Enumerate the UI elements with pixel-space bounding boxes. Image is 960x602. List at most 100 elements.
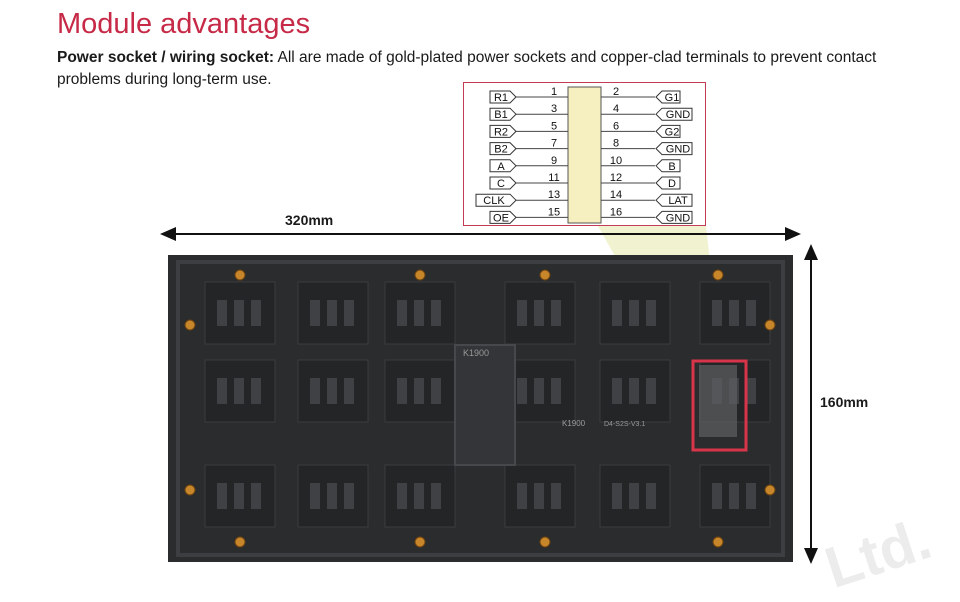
pin-number-left: 1 — [551, 86, 557, 98]
board-chip — [551, 483, 561, 509]
pin-tag-right — [655, 124, 681, 138]
connector-highlight — [691, 359, 748, 452]
board-chip — [534, 300, 544, 326]
pin-label-right: LAT — [668, 195, 688, 207]
board-chip — [551, 300, 561, 326]
brass-screw — [234, 269, 246, 281]
board-chip — [217, 300, 227, 326]
board-chip — [234, 483, 244, 509]
pin-label-left: OE — [493, 212, 509, 224]
pin-label-right: D — [668, 178, 676, 190]
board-chip — [517, 300, 527, 326]
pin-label-left: R2 — [494, 126, 508, 138]
pin-tag-left — [489, 90, 517, 104]
board-chip — [344, 378, 354, 404]
board-cells — [204, 281, 771, 528]
height-label: 160mm — [820, 394, 869, 410]
pin-number-left: 15 — [548, 206, 560, 218]
board-chip — [729, 483, 739, 509]
pin-tag-right — [655, 210, 693, 224]
board-chip — [746, 300, 756, 326]
board-chip — [251, 300, 261, 326]
pin-number-right: 14 — [610, 189, 622, 201]
width-arrow — [160, 227, 801, 241]
brass-screw — [712, 269, 724, 281]
board-chip — [746, 378, 756, 404]
pin-number-left: 3 — [551, 103, 557, 115]
description-label: Power socket / wiring socket: — [57, 49, 275, 66]
pin-number-right: 10 — [610, 155, 622, 167]
chip-label-2: K1900 — [562, 419, 586, 428]
board-chip — [234, 378, 244, 404]
pin-label-left: C — [497, 178, 505, 190]
brass-screw — [184, 484, 196, 496]
pin-tag-left — [489, 124, 517, 138]
board-chip — [251, 483, 261, 509]
brass-screw — [539, 269, 551, 281]
board-chip — [327, 300, 337, 326]
pin-label-right: G2 — [665, 126, 680, 138]
pin-tag-right — [655, 159, 681, 173]
brass-screw — [414, 269, 426, 281]
brass-screw — [414, 536, 426, 548]
board-chip — [431, 300, 441, 326]
board-chip — [534, 378, 544, 404]
board-chip — [517, 378, 527, 404]
board-chip — [431, 483, 441, 509]
board-chip — [746, 483, 756, 509]
pin-header — [567, 86, 602, 224]
board-chip — [729, 300, 739, 326]
pin-tag-left — [489, 107, 517, 121]
board-chip — [310, 483, 320, 509]
board-chip — [712, 300, 722, 326]
pin-number-left: 5 — [551, 120, 557, 132]
pin-tag-left — [489, 210, 517, 224]
description: Power socket / wiring socket: All are ma… — [57, 47, 907, 91]
board-screws — [184, 269, 776, 548]
pin-tag-left — [489, 159, 517, 173]
board-chip — [397, 300, 407, 326]
board-chip — [344, 483, 354, 509]
pin-tag-right — [655, 107, 693, 121]
pin-tag-right — [655, 176, 681, 190]
board-chip — [234, 300, 244, 326]
pin-tag-right — [655, 142, 693, 156]
pin-tag-left — [489, 142, 517, 156]
board-chip — [251, 378, 261, 404]
board-chip — [217, 483, 227, 509]
pin-number-right: 8 — [613, 138, 619, 150]
pin-label-right: GND — [666, 144, 691, 156]
board-chip — [612, 378, 622, 404]
board-cell — [204, 464, 276, 528]
pin-number-left: 13 — [548, 189, 560, 201]
brass-screw — [764, 319, 776, 331]
pin-number-right: 16 — [610, 206, 622, 218]
brass-screw — [764, 484, 776, 496]
pin-number-right: 2 — [613, 86, 619, 98]
board-chip — [629, 483, 639, 509]
power-connector — [699, 365, 737, 437]
pin-number-left: 9 — [551, 155, 557, 167]
description-text: All are made of gold-plated power socket… — [57, 49, 877, 88]
board-chip — [327, 483, 337, 509]
board-chip — [414, 483, 424, 509]
pin-label-right: G1 — [665, 92, 680, 104]
board-chip — [612, 483, 622, 509]
pin-number-left: 11 — [548, 172, 559, 184]
board-chip — [310, 378, 320, 404]
brass-screw — [184, 319, 196, 331]
board-chip — [397, 378, 407, 404]
brass-screw — [234, 536, 246, 548]
board-chip — [397, 483, 407, 509]
board-chip — [646, 378, 656, 404]
board-chip — [517, 483, 527, 509]
board-chip — [534, 483, 544, 509]
pin-label-left: A — [497, 161, 505, 173]
pin-number-right: 12 — [610, 172, 622, 184]
pin-number-left: 7 — [551, 138, 557, 150]
diagram-canvas: K1900 K1900 D4-S2S-V3.1 — [160, 226, 818, 564]
board-chip — [646, 300, 656, 326]
